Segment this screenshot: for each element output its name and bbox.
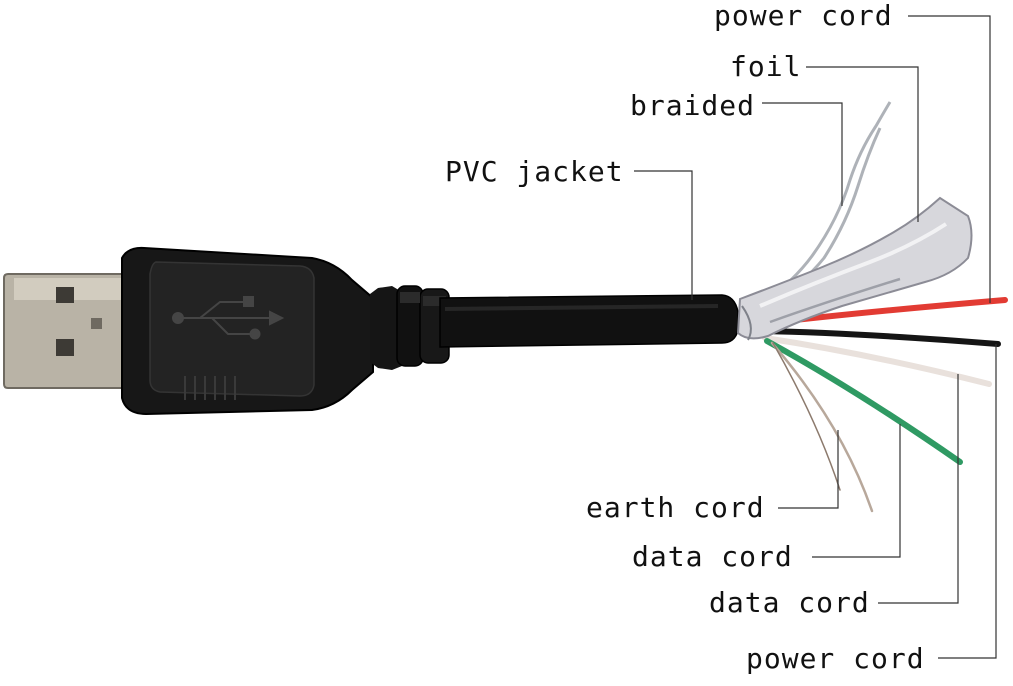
label-braided: braided [630,89,755,122]
label-data-cord-2: data cord [709,586,870,619]
leader-lines [634,15,997,659]
wire-drain-2 [772,342,841,491]
label-earth-cord: earth cord [586,491,765,524]
label-data-cord-1: data cord [632,540,793,573]
plug-notch [91,318,102,329]
wire-black [759,328,1001,347]
label-pvc-jacket: PVC jacket [445,155,624,188]
usb-housing [121,246,374,416]
leader-earth-cord [778,430,839,509]
leader-data-cord-1 [812,424,901,558]
labels: power cord foil braided PVC jacket earth… [445,0,925,675]
wire-white [762,335,992,387]
label-power-cord-top: power cord [714,0,893,32]
label-power-cord-bottom: power cord [746,642,925,675]
plug-hole-bottom [56,339,74,356]
usb-plug-metal [3,273,130,389]
inner-wires [757,297,1008,513]
strain-relief [370,285,450,370]
leader-data-cord-2 [878,374,959,604]
wire-green [764,338,963,465]
plug-hole-top [56,287,74,303]
leader-power-cord-top [908,15,991,303]
leader-braided [762,102,843,206]
label-foil: foil [730,50,801,83]
leader-power-cord-bottom [938,344,997,659]
housing-grip-ridges [184,376,236,400]
pvc-jacket-cable [439,294,739,348]
usb-trident-icon [172,296,285,340]
foil-shield [736,196,973,341]
leader-pvc-jacket [634,170,693,300]
wire-drain [770,341,874,513]
leader-foil [806,66,919,222]
